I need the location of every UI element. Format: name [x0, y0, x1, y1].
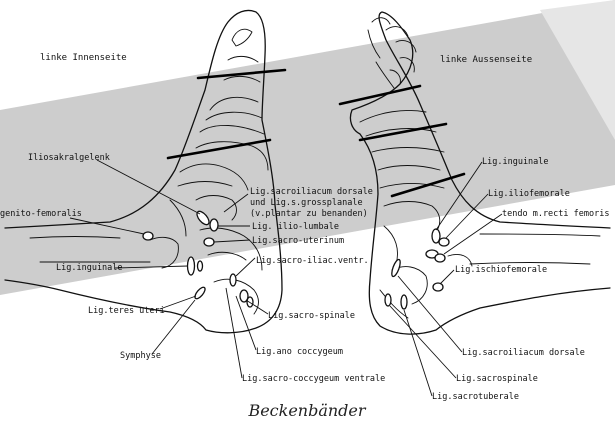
label-iliosakralgelenk: Iliosakralgelenk: [28, 153, 110, 163]
label-ilio-lumbale: Lig. ilio-lumbale: [252, 222, 339, 232]
marker-inguinale: [188, 257, 195, 275]
label-right-inguinale: Lig.inguinale: [482, 157, 549, 167]
label-symphyse: Symphyse: [120, 351, 161, 361]
label-sacroiliacum-line3: (v.plantar zu benanden): [250, 209, 368, 219]
left-view-header: linke Innenseite: [40, 53, 127, 63]
marker-teres-uteri: [193, 286, 207, 301]
label-sacro-uterinum: Lig.sacro-uterinum: [252, 236, 344, 246]
marker-right-sacrospinale: [385, 294, 391, 306]
marker-rectus-femoris-b: [435, 254, 445, 262]
marker-ano-coccygeum: [247, 297, 253, 307]
marker-sacro-uterinum: [204, 238, 214, 246]
label-sacro-iliac-ventr: Lig.sacro-iliac.ventr.: [256, 256, 369, 266]
label-right-sacroiliacum: Lig.sacroiliacum dorsale: [462, 348, 585, 358]
label-right-sacrospinale: Lig.sacrospinale: [456, 374, 538, 384]
label-sacroiliacum-line2: und Lig.s.grossplanale: [250, 198, 363, 208]
label-rectus-femoris: tendo m.recti femoris: [502, 209, 609, 219]
figure-caption: Beckenbänder: [247, 401, 366, 420]
label-right-sacrotuberale: Lig.sacrotuberale: [432, 392, 519, 402]
label-ano-coccygeum: Lig.ano coccygeum: [256, 347, 343, 357]
marker-right-sacroiliacum: [390, 259, 402, 278]
marker-iliofemorale: [439, 238, 449, 246]
label-sacro-coccygeum-ventrale: Lig.sacro-coccygeum ventrale: [242, 374, 385, 384]
label-iliofemorale: Lig.iliofemorale: [488, 189, 570, 199]
marker-ischiofemorale: [433, 283, 443, 291]
label-sacro-spinale: Lig.sacro-spinale: [268, 311, 355, 321]
marker-inguinale-small: [198, 261, 203, 271]
marker-sacro-iliac-ventr: [230, 274, 236, 286]
label-teres-uteri: Lig.teres uteri: [88, 306, 165, 316]
label-sacroiliacum-line1: Lig.sacroiliacum dorsale: [250, 187, 373, 197]
right-view-header: linke Aussenseite: [440, 55, 532, 65]
grey-background-band: [0, 0, 615, 295]
label-ischiofemorale: Lig.ischiofemorale: [455, 265, 547, 275]
marker-iliolumbale: [210, 219, 218, 231]
label-left-inguinale: Lig.inguinale: [56, 263, 123, 273]
marker-right-sacrotuberale: [401, 295, 407, 309]
marker-genito-femoralis: [143, 232, 153, 240]
left-toe-detail: [232, 29, 252, 46]
label-genito-femoralis: genito-femoralis: [0, 209, 82, 219]
